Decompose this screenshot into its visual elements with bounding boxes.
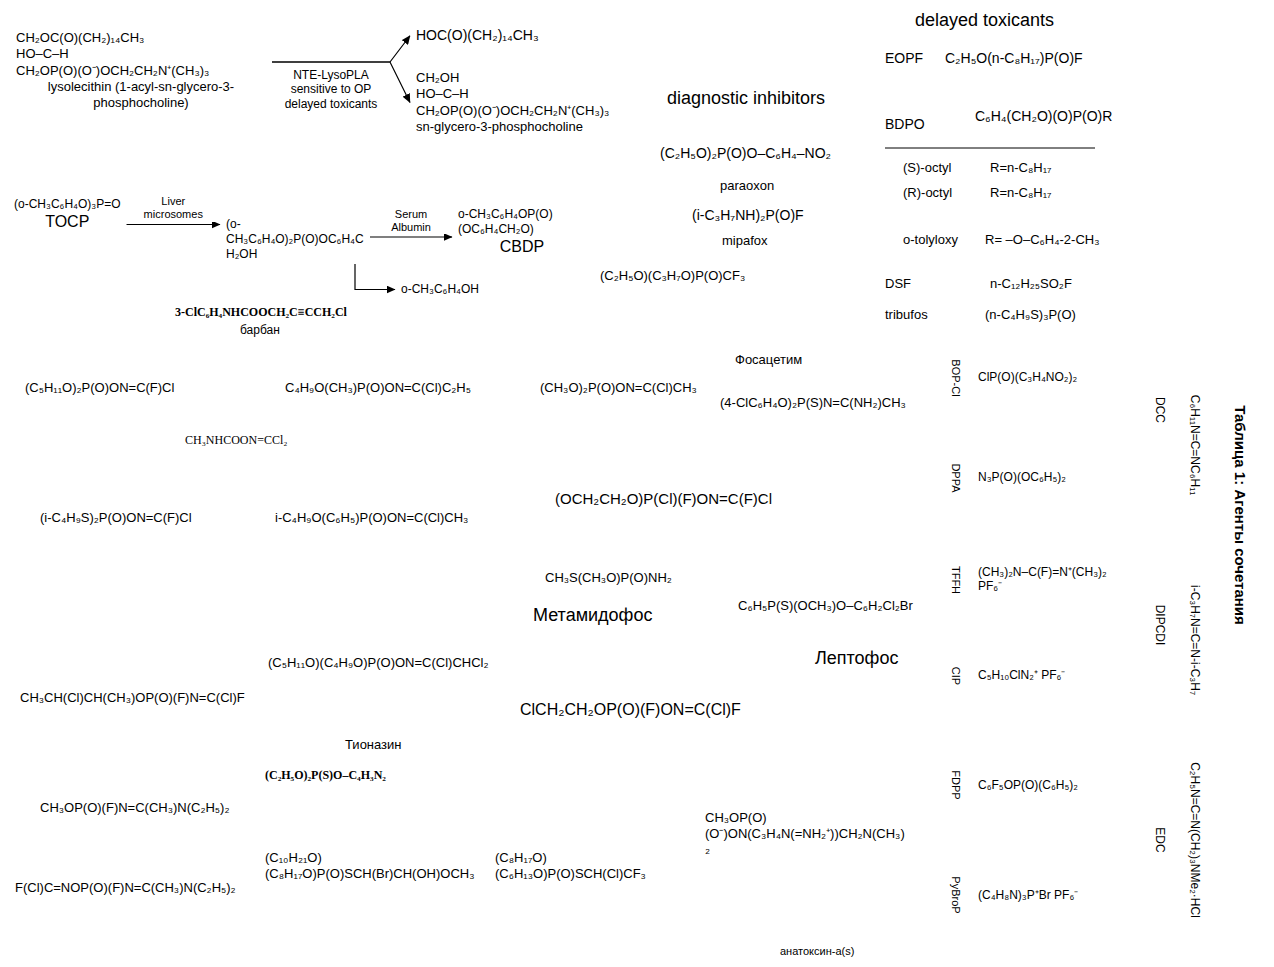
compound-text: lysolecithin (1-acyl-sn-glycero-3-phosph… [16,79,266,112]
chem-label: n-C₁₂H₂₅SO₂F [990,276,1072,292]
compound-node: (o-CH₃C₆H₄O)₃P=OTOCP [8,195,127,234]
compound-text: CH₂OP(O)(O⁻)OCH₂CH₂N⁺(CH₃)₃ [16,63,266,79]
compound-text: sn-glycero-3-phosphocholine [416,119,609,135]
compound-node: o-CH₃C₆H₄OH [395,280,485,299]
compound-text: HO–C–H [416,86,609,102]
chem-label: (S)-octyl [903,160,951,176]
chem-label: CH₃S(CH₃O)P(O)NH₂ [545,570,672,586]
rotated-label: CIP [948,667,961,685]
chem-label: (R)-octyl [903,185,952,201]
compound-text: CBDP [458,237,586,257]
compound-node: CH₂OC(O)(CH₂)₁₄CH₃HO–C–HCH₂OP(O)(O⁻)OCH₂… [10,28,272,113]
rotated-label: FDPP [948,770,961,799]
chem-label: (OCH₂CH₂O)P(Cl)(F)ON=C(F)Cl [555,490,772,508]
chem-label: (C₂H₅O)₂P(O)O–C₆H₄–NO₂ [660,145,831,162]
chem-label: (CH₃)₂N–C(F)=N⁺(CH₃)₂ PF₆⁻ [978,565,1128,594]
chem-label: R=n-C₈H₁₇ [990,160,1052,176]
chem-label: (C₈H₁₇O)(C₆H₁₃O)P(O)SCH(Cl)CF₃ [495,850,685,881]
chem-label: анатоксин-a(s) [780,945,854,958]
chem-label: o-tolyloxy [903,232,958,248]
chem-label: C₂H₅O(n-C₈H₁₇)P(O)F [945,50,1083,67]
rotated-label: PyBroP [948,876,961,913]
chem-label: diagnostic inhibitors [667,88,825,110]
compound-text: HOC(O)(CH₂)₁₄CH₃ [416,27,539,45]
table-rule [885,148,1095,149]
rotated-label: DCC [1153,397,1167,423]
rotated-label: BOP-Cl [948,359,961,396]
chem-label: (C₄H₈N)₃P⁺Br PF₆⁻ [978,888,1078,902]
chem-label: барбан [240,323,280,337]
chem-label: C₆F₅OP(O)(C₆H₅)₂ [978,778,1078,792]
chem-label: CH₃NHCOON=CCl₂ [185,433,287,447]
compound-node: o-CH₃C₆H₄OP(O)(OC₆H₄CH₂O)CBDP [452,205,592,259]
chem-label: (C₁₀H₂₁O)(C₈H₁₇O)P(O)SCH(Br)CH(OH)OCH₃ [265,850,480,881]
chem-label: mipafox [722,233,768,249]
chem-label: R= –O–C₆H₄-2-CH₃ [985,232,1099,248]
chem-label: paraoxon [720,178,774,194]
compound-text: o-CH₃C₆H₄OP(O)(OC₆H₄CH₂O) [458,207,586,237]
chem-label: i-C₄H₉O(C₆H₅)P(O)ON=C(Cl)CH₃ [275,510,468,526]
rotated-label: i-C₃H₇N=C=N-i-C₃H₇ [1188,585,1202,695]
arrow-label: NTE-LysoPLA sensitive to OP delayed toxi… [274,68,388,111]
chem-label: C₆H₅P(S)(OCH₃)O–C₆H₂Cl₂Br [738,598,913,614]
chem-label: N₃P(O)(OC₆H₅)₂ [978,470,1066,484]
chem-label: (CH₃O)₂P(O)ON=C(Cl)CH₃ [540,380,697,396]
rotated-label: EDC [1153,827,1167,852]
rotated-label: C₆H₁₁N=C=NC₆H₁₁ [1188,395,1202,496]
chem-label: (i-C₄H₉S)₂P(O)ON=C(F)Cl [40,510,192,526]
chem-label: EOPF [885,50,923,67]
rotated-label: DPPA [948,463,961,492]
chem-label: (n-C₄H₉S)₃P(O) [985,307,1076,323]
compound-node: CH₂OHHO–C–HCH₂OP(O)(O⁻)OCH₂CH₂N⁺(CH₃)₃sn… [410,68,615,137]
chem-label: (C₂H₅O)₂P(S)O–C₄H₃N₂ [265,768,386,782]
chem-label: (4-ClC₆H₄O)₂P(S)N=C(NH₂)CH₃ [720,395,906,411]
compound-node: HOC(O)(CH₂)₁₄CH₃ [410,25,545,47]
compound-text: CH₂OC(O)(CH₂)₁₄CH₃ [16,30,266,46]
chem-label: (C₅H₁₁O)₂P(O)ON=C(F)Cl [25,380,174,396]
chem-label: ClCH₂CH₂OP(O)(F)ON=C(Cl)F [520,700,741,719]
rotated-label: DIPCDI [1153,605,1167,646]
chem-label: F(Cl)C=NOP(O)(F)N=C(CH₃)N(C₂H₅)₂ [15,880,236,896]
chem-label: R=n-C₈H₁₇ [990,185,1052,201]
chem-label: (C₅H₁₁O)(C₄H₉O)P(O)ON=C(Cl)CHCl₂ [268,655,489,671]
arrow-label: Serum Albumin [372,208,450,234]
reaction-arrow [370,236,452,237]
chem-label: C₄H₉O(CH₃)P(O)ON=C(Cl)C₂H₅ [285,380,471,396]
compound-text: (o-CH₃C₆H₄O)₂P(O)OC₆H₄CH₂OH [226,217,364,262]
chem-label: (i-C₃H₇NH)₂P(O)F [692,207,804,224]
chem-label: CH₃CH(Cl)CH(CH₃)OP(O)(F)N=C(Cl)F [20,690,245,706]
chem-label: CH₃OP(O)(F)N=C(CH₃)N(C₂H₅)₂ [40,800,229,816]
chem-label: C₆H₄(CH₂O)(O)P(O)R [975,108,1112,125]
chem-label: (C₂H₅O)(C₃H₇O)P(O)CF₃ [600,268,745,284]
reaction-arrow [272,36,410,62]
reaction-arrow [127,224,220,225]
compound-text: HO–C–H [16,46,266,62]
chem-label: Тионазин [345,737,402,753]
compound-text: CH₂OP(O)(O⁻)OCH₂CH₂N⁺(CH₃)₃ [416,103,609,119]
compound-text: TOCP [14,212,121,232]
chem-label: C₅H₁₀ClN₂⁺ PF₆⁻ [978,668,1065,682]
chem-label: CH₃OP(O)(O⁻)ON(C₃H₄N(=NH₂⁺))CH₂N(CH₃)₂ [705,810,905,857]
arrow-label: Liver microsomes [129,195,218,221]
compound-node: (o-CH₃C₆H₄O)₂P(O)OC₆H₄CH₂OH [220,215,370,264]
chem-label: Лептофос [815,648,898,670]
chem-label: Фосацетим [735,352,802,368]
chem-label: BDPO [885,116,925,133]
chem-label: DSF [885,276,911,292]
compound-text: (o-CH₃C₆H₄O)₃P=O [14,197,121,212]
rotated-label: Таблица 1: Агенты сочетания [1231,405,1249,625]
compound-text: CH₂OH [416,70,609,86]
chem-label: 3-ClC₆H₄NHCOOCH₂C≡CCH₂Cl [175,305,347,319]
compound-text: o-CH₃C₆H₄OH [401,282,479,297]
rotated-label: C₂H₅N=C=N(CH₂)₃NMe₂·HCl [1188,762,1202,918]
chem-label: Метамидофос [533,605,652,627]
chem-label: ClP(O)(C₃H₄NO₂)₂ [978,370,1077,384]
chem-label: tribufos [885,307,928,323]
reaction-arrow [355,264,395,290]
chem-label: delayed toxicants [915,10,1054,32]
rotated-label: TFFH [948,566,961,594]
